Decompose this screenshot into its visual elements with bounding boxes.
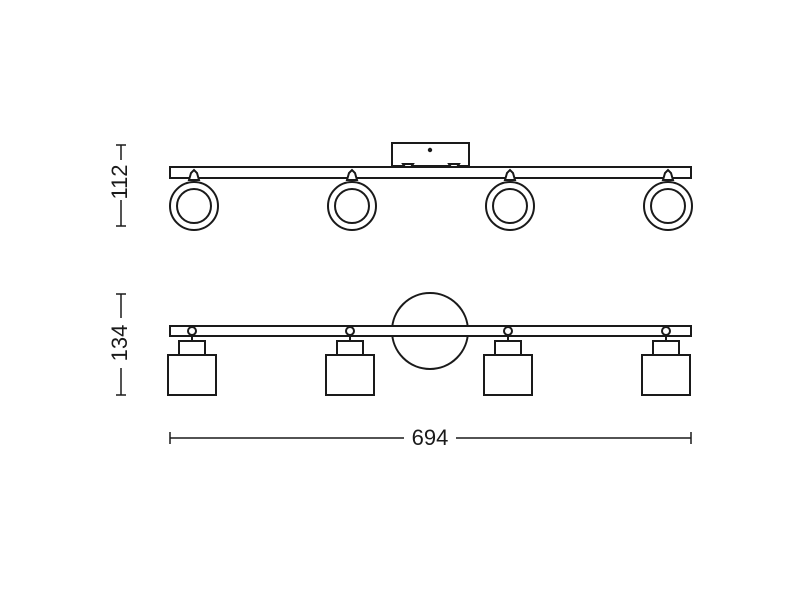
front-spot-3: [483, 326, 533, 396]
top-bar: [169, 166, 692, 179]
dimension-height-top: 112: [107, 144, 132, 227]
front-spot-4: [641, 326, 691, 396]
top-spot-4: [643, 168, 693, 231]
width-label: 694: [412, 425, 449, 450]
dimension-height-bottom: 134: [107, 293, 132, 396]
front-bar: [169, 325, 692, 337]
dimension-width: 694: [169, 425, 692, 450]
front-view: [167, 292, 692, 396]
front-spot-1: [167, 326, 217, 396]
top-view: [169, 142, 693, 231]
top-spot-3: [485, 168, 535, 231]
front-spot-2: [325, 326, 375, 396]
height-bottom-label: 134: [107, 325, 132, 362]
top-spot-1: [169, 168, 219, 231]
height-top-label: 112: [107, 164, 132, 199]
top-spot-2: [327, 168, 377, 231]
